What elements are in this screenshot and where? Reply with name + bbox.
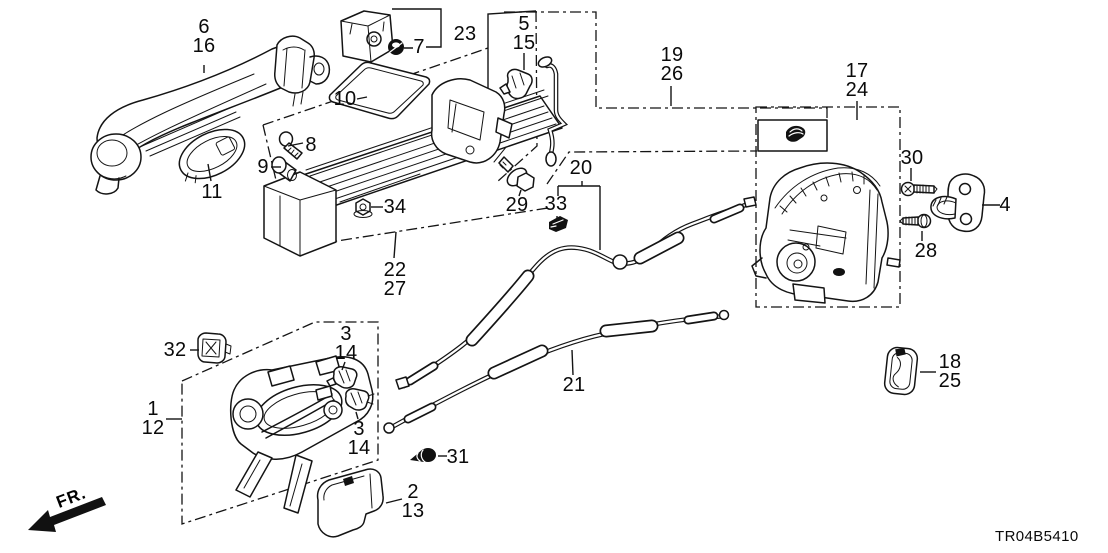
latch-assembly-drawing	[751, 125, 901, 304]
grommet-18-25-drawing	[883, 346, 919, 396]
callout-19-26: 19 26	[660, 44, 684, 85]
clip-3-14-upper-drawing	[326, 366, 358, 389]
grommet-9-drawing	[271, 156, 297, 182]
bolt-8-drawing	[278, 131, 303, 160]
callout-31: 31	[446, 446, 470, 468]
callout-29: 29	[505, 194, 529, 216]
callout-4: 4	[999, 194, 1011, 216]
latch-dashed-box	[755, 106, 901, 308]
callout-30: 30	[900, 147, 924, 169]
striker-4-drawing	[930, 173, 986, 233]
callout-20: 20	[569, 157, 593, 179]
cover-2-13-drawing	[316, 468, 384, 538]
inner-handle-dashed-box	[181, 321, 379, 525]
callout-5-15: 5 15	[512, 13, 536, 54]
callout-32: 32	[163, 339, 187, 361]
clip-33-drawing	[549, 216, 568, 232]
handle-bezel-drawing	[178, 128, 246, 184]
callout-1-12: 1 12	[141, 398, 165, 439]
callout-7: 7	[413, 36, 425, 58]
diagram-code: TR04B5410	[995, 528, 1079, 545]
outer-handle-drawing	[90, 35, 331, 195]
grommet-7-drawing	[388, 39, 404, 55]
callout-23: 23	[453, 23, 477, 45]
callout-8: 8	[305, 134, 317, 156]
clip-32-drawing	[197, 332, 232, 364]
callout-11: 11	[201, 181, 223, 203]
lock-rod-drawing	[537, 56, 569, 167]
callout-6-16: 6 16	[192, 16, 216, 57]
handle-base-drawing	[263, 78, 563, 257]
cable-21-drawing	[383, 309, 730, 434]
callout-2-13: 2 13	[401, 481, 425, 522]
rod-bracket-dashdot	[504, 11, 828, 121]
screw-31-drawing	[410, 448, 436, 463]
cable-20-drawing	[395, 196, 757, 390]
callout-33: 33	[544, 193, 568, 215]
callout-22-27: 22 27	[383, 259, 407, 300]
nut-34-drawing	[353, 198, 373, 218]
cable20-bracket-dashdot	[546, 150, 758, 185]
callout-9: 9	[257, 156, 269, 178]
callout-21: 21	[562, 374, 586, 396]
base-dashed-top	[262, 47, 489, 126]
callout-10: 10	[333, 88, 357, 110]
clip-3-14-lower-drawing	[344, 388, 375, 411]
bolt-29-drawing	[498, 156, 535, 192]
screw-28-drawing	[899, 213, 932, 229]
clip-5-15-drawing	[499, 68, 533, 100]
front-direction-arrow	[28, 497, 106, 532]
callout-28: 28	[914, 240, 938, 262]
callout-3-14-lower: 3 14	[347, 418, 371, 459]
screw-30-drawing	[900, 181, 938, 197]
gasket-10-drawing	[328, 61, 431, 120]
callout-3-14-upper: 3 14	[334, 323, 358, 364]
callout-18-25: 18 25	[938, 351, 962, 392]
handle-bracket-drawing	[340, 10, 394, 63]
leader-lines	[166, 8, 1000, 504]
callout-34: 34	[383, 196, 407, 218]
callout-17-24: 17 24	[845, 60, 869, 101]
